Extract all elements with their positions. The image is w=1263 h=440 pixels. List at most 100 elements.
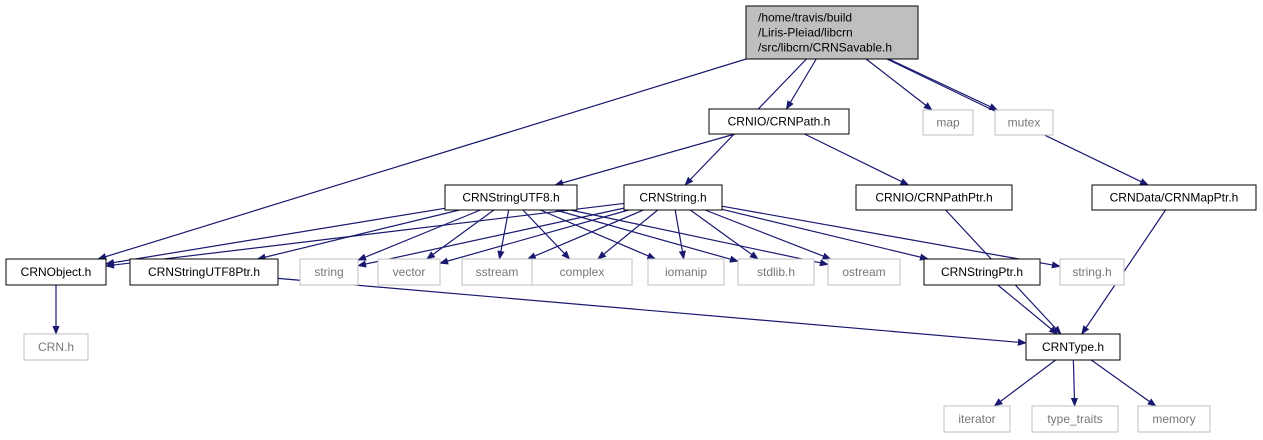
edge-root-to-mutex xyxy=(888,58,999,111)
node-crnobject[interactable]: CRNObject.h xyxy=(5,258,107,286)
node-label: ostream xyxy=(842,265,885,279)
node-label: iterator xyxy=(958,412,995,426)
node-box xyxy=(1031,405,1119,433)
node-crnpathptr[interactable]: CRNIO/CRNPathPtr.h xyxy=(855,184,1013,211)
node-type_traits: type_traits xyxy=(1031,405,1119,433)
edge-crnstringutf8ptr-to-crntype xyxy=(277,277,1027,346)
node-label: CRNData/CRNMapPtr.h xyxy=(1110,191,1239,205)
node-box xyxy=(623,184,723,211)
node-label: CRNType.h xyxy=(1042,340,1104,354)
node-box xyxy=(129,258,279,286)
node-label: mutex xyxy=(1008,116,1041,130)
edge-root-to-map xyxy=(865,58,933,111)
edge-crnstringutf8-to-stdlib xyxy=(555,209,739,263)
edge-crnstring-to-stdlib xyxy=(689,209,759,260)
node-label: type_traits xyxy=(1047,412,1102,426)
node-label: CRN.h xyxy=(38,340,74,354)
nodes-layer: /home/travis/build/Liris-Pleiad/libcrn/s… xyxy=(5,5,1257,433)
node-iomanip: iomanip xyxy=(647,258,725,286)
node-label: map xyxy=(936,116,960,130)
node-box xyxy=(1091,184,1257,211)
node-box xyxy=(377,258,441,286)
node-box xyxy=(444,184,578,211)
edge-crnstringutf8-to-vector xyxy=(426,209,495,260)
edge-crnstringutf8-to-crnobject xyxy=(105,207,446,267)
edge-crntype-to-type_traits xyxy=(1070,359,1079,407)
edge-root-to-crnobject xyxy=(97,58,747,261)
node-crntype[interactable]: CRNType.h xyxy=(1025,333,1121,361)
node-box xyxy=(1137,405,1211,433)
edge-crnstring-to-sstream xyxy=(526,209,644,260)
node-label: complex xyxy=(560,265,605,279)
node-complex: complex xyxy=(531,258,633,286)
node-label: CRNStringUTF8.h xyxy=(462,191,559,205)
node-box xyxy=(23,333,89,361)
node-label: CRNIO/CRNPath.h xyxy=(728,115,831,129)
edge-crnstring-to-crnobject xyxy=(105,202,625,269)
edge-crnstringptr-to-crntype xyxy=(997,284,1058,335)
edge-crnstring-to-iomanip xyxy=(674,209,686,260)
edge-crnstringutf8-to-crnstringutf8ptr xyxy=(256,209,460,261)
node-box xyxy=(1025,333,1121,361)
edge-crnstring-to-complex xyxy=(597,209,659,260)
node-memory: memory xyxy=(1137,405,1211,433)
node-box xyxy=(299,258,359,286)
node-box xyxy=(994,109,1054,136)
edge-crnstring-to-vector xyxy=(439,209,629,265)
node-label: string.h xyxy=(1072,265,1111,279)
node-map: map xyxy=(922,109,974,136)
node-label: CRNString.h xyxy=(639,191,706,205)
node-label: /Liris-Pleiad/libcrn xyxy=(758,26,853,40)
node-box xyxy=(745,5,919,60)
node-crnmapptr[interactable]: CRNData/CRNMapPtr.h xyxy=(1091,184,1257,211)
node-label: CRNStringPtr.h xyxy=(941,265,1023,279)
edge-crnpath-to-crnstringutf8 xyxy=(554,133,736,187)
node-box xyxy=(922,109,974,136)
node-label: stdlib.h xyxy=(757,265,795,279)
node-sstream: sstream xyxy=(461,258,533,286)
node-label: CRNStringUTF8Ptr.h xyxy=(148,265,260,279)
node-box xyxy=(827,258,901,286)
node-crnh: CRN.h xyxy=(23,333,89,361)
edge-crnstring-to-stringh xyxy=(721,205,1061,269)
node-label: vector xyxy=(393,265,426,279)
node-box xyxy=(737,258,815,286)
node-box xyxy=(647,258,725,286)
edge-crnstringutf8-to-complex xyxy=(522,209,571,260)
node-box xyxy=(1059,258,1125,286)
node-crnstringutf8ptr[interactable]: CRNStringUTF8Ptr.h xyxy=(129,258,279,286)
edge-crnstring-to-string xyxy=(357,207,625,268)
node-box xyxy=(923,258,1041,286)
edge-crnstring-to-crnstringptr xyxy=(721,208,929,261)
node-crnstringptr[interactable]: CRNStringPtr.h xyxy=(923,258,1041,286)
node-stdlib: stdlib.h xyxy=(737,258,815,286)
node-box xyxy=(461,258,533,286)
node-crnpath[interactable]: CRNIO/CRNPath.h xyxy=(708,108,850,135)
node-ostream: ostream xyxy=(827,258,901,286)
node-crnstring[interactable]: CRNString.h xyxy=(623,184,723,211)
node-label: CRNObject.h xyxy=(21,265,92,279)
node-string: string xyxy=(299,258,359,286)
node-box xyxy=(531,258,633,286)
edge-crntype-to-memory xyxy=(1090,359,1157,407)
node-iterator: iterator xyxy=(943,405,1011,433)
node-label: /src/libcrn/CRNSavable.h xyxy=(758,41,892,55)
node-box xyxy=(708,108,850,135)
node-stringh: string.h xyxy=(1059,258,1125,286)
node-crnstringutf8[interactable]: CRNStringUTF8.h xyxy=(444,184,578,211)
node-label: string xyxy=(314,265,343,279)
node-label: /home/travis/build xyxy=(758,11,852,25)
node-label: iomanip xyxy=(665,265,707,279)
node-label: memory xyxy=(1152,412,1195,426)
node-box xyxy=(855,184,1013,211)
edge-crnpath-to-crnpathptr xyxy=(804,133,910,186)
edge-root-to-crnpath xyxy=(785,58,817,110)
edges-layer xyxy=(52,58,1167,407)
node-mutex: mutex xyxy=(994,109,1054,136)
node-vector: vector xyxy=(377,258,441,286)
edge-crnstringutf8-to-iomanip xyxy=(540,209,657,260)
edge-crntype-to-iterator xyxy=(993,359,1057,407)
edge-crnstringutf8-to-ostream xyxy=(570,209,829,267)
node-root: /home/travis/build/Liris-Pleiad/libcrn/s… xyxy=(745,5,919,60)
